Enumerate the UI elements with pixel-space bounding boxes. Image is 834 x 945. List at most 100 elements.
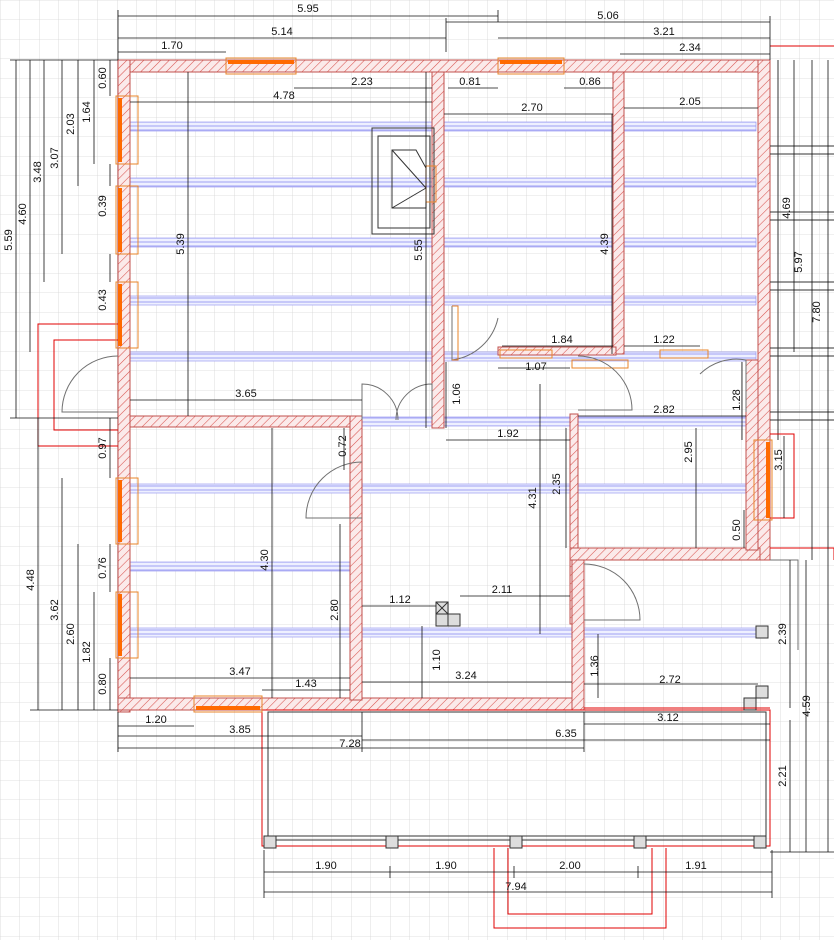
window — [115, 95, 139, 165]
dimension-labels-vertical: 5.59 4.60 3.48 3.07 2.03 1.64 0.60 0.39 … — [3, 67, 823, 786]
dim-label: 0.97 — [97, 437, 109, 458]
dim-label: 1.20 — [145, 714, 166, 726]
dim-label: 7.80 — [811, 301, 823, 322]
dim-label: 2.80 — [329, 599, 341, 620]
dim-label: 5.59 — [3, 229, 15, 250]
terrace-column — [509, 835, 523, 849]
dim-label: 3.65 — [235, 388, 256, 400]
dim-label: 2.21 — [777, 765, 789, 786]
right-structure — [770, 60, 834, 440]
dim-label: 1.10 — [431, 649, 443, 670]
dim-label: 5.14 — [271, 26, 292, 38]
window — [115, 477, 139, 545]
window — [753, 439, 773, 521]
dim-label: 1.64 — [81, 101, 93, 122]
dim-label: 4.30 — [259, 549, 271, 570]
terrace-column — [633, 835, 647, 849]
dim-label: 5.97 — [793, 251, 805, 272]
terrace-column — [385, 835, 399, 849]
dim-label: 0.86 — [579, 76, 600, 88]
dim-label: 1.43 — [295, 678, 316, 690]
dim-label: 6.35 — [555, 728, 576, 740]
dim-label: 4.39 — [599, 233, 611, 254]
dim-label: 2.60 — [65, 623, 77, 644]
steps-outline — [493, 848, 667, 929]
terrace-column — [743, 697, 757, 711]
window — [499, 349, 553, 359]
window — [497, 57, 565, 75]
dim-label: 0.76 — [97, 557, 109, 578]
dim-label: 2.35 — [551, 473, 563, 494]
dim-label: 7.28 — [339, 738, 360, 750]
dim-label: 3.12 — [657, 712, 678, 724]
dim-label: 1.36 — [589, 655, 601, 676]
dim-label: 0.39 — [97, 195, 109, 216]
dim-label: 5.39 — [175, 233, 187, 254]
windows — [115, 57, 773, 713]
dim-label: 3.62 — [49, 599, 61, 620]
dim-label: 1.90 — [435, 860, 456, 872]
dim-label: 2.70 — [521, 102, 542, 114]
dim-label: 1.92 — [497, 428, 518, 440]
dim-label: 5.06 — [597, 10, 618, 22]
dim-label: 3.15 — [773, 449, 785, 470]
dim-label: 1.07 — [525, 361, 546, 373]
dim-label: 3.85 — [229, 724, 250, 736]
dim-label: 2.39 — [777, 623, 789, 644]
dim-label: 2.72 — [659, 674, 680, 686]
dim-label: 4.31 — [527, 487, 539, 508]
terrace-column — [755, 625, 769, 639]
dim-label: 0.60 — [97, 67, 109, 88]
terrace-column — [755, 685, 769, 699]
window — [115, 185, 139, 255]
dim-label: 0.80 — [97, 673, 109, 694]
dim-label: 2.95 — [683, 441, 695, 462]
dim-label: 0.50 — [731, 519, 743, 540]
dim-label: 3.47 — [229, 666, 250, 678]
dim-label: 1.84 — [551, 334, 572, 346]
window — [115, 281, 139, 349]
dim-label: 3.48 — [32, 161, 44, 182]
window — [115, 591, 139, 659]
dim-label: 4.60 — [17, 203, 29, 224]
dim-label: 2.82 — [653, 404, 674, 416]
window — [193, 695, 263, 713]
dim-label: 0.72 — [337, 435, 349, 456]
dim-label: 1.91 — [685, 860, 706, 872]
steps-outline — [507, 848, 653, 915]
dim-label: 3.21 — [653, 26, 674, 38]
columns — [435, 601, 461, 627]
dim-label: 1.06 — [451, 383, 463, 404]
dim-label: 7.94 — [505, 881, 526, 893]
dim-label: 2.05 — [679, 96, 700, 108]
dim-label: 3.07 — [49, 147, 61, 168]
dim-label: 2.23 — [351, 76, 372, 88]
dim-label: 0.43 — [97, 289, 109, 310]
dim-label: 1.90 — [315, 860, 336, 872]
dim-label: 2.34 — [679, 42, 700, 54]
dim-label: 4.48 — [25, 569, 37, 590]
dim-label: 4.69 — [781, 197, 793, 218]
dim-label: 1.28 — [731, 389, 743, 410]
dim-label: 4.59 — [801, 695, 813, 716]
dim-label: 4.78 — [273, 90, 294, 102]
window — [659, 349, 709, 359]
terrace — [261, 625, 771, 929]
dimension-labels: 5.95 5.06 5.14 3.21 1.70 2.34 2.23 0.81 … — [145, 3, 706, 893]
window — [225, 57, 297, 75]
dim-label: 1.82 — [81, 641, 93, 662]
dim-label: 0.81 — [459, 76, 480, 88]
dim-label: 2.11 — [492, 584, 513, 596]
terrace-column — [263, 835, 277, 849]
dim-label: 1.12 — [389, 594, 410, 606]
dim-label: 2.00 — [559, 860, 580, 872]
doors — [61, 305, 799, 650]
dim-label: 1.70 — [161, 40, 182, 52]
walls — [117, 59, 771, 713]
dim-label: 5.95 — [297, 3, 318, 15]
dim-label: 2.03 — [65, 113, 77, 134]
terrace-column — [753, 835, 767, 849]
